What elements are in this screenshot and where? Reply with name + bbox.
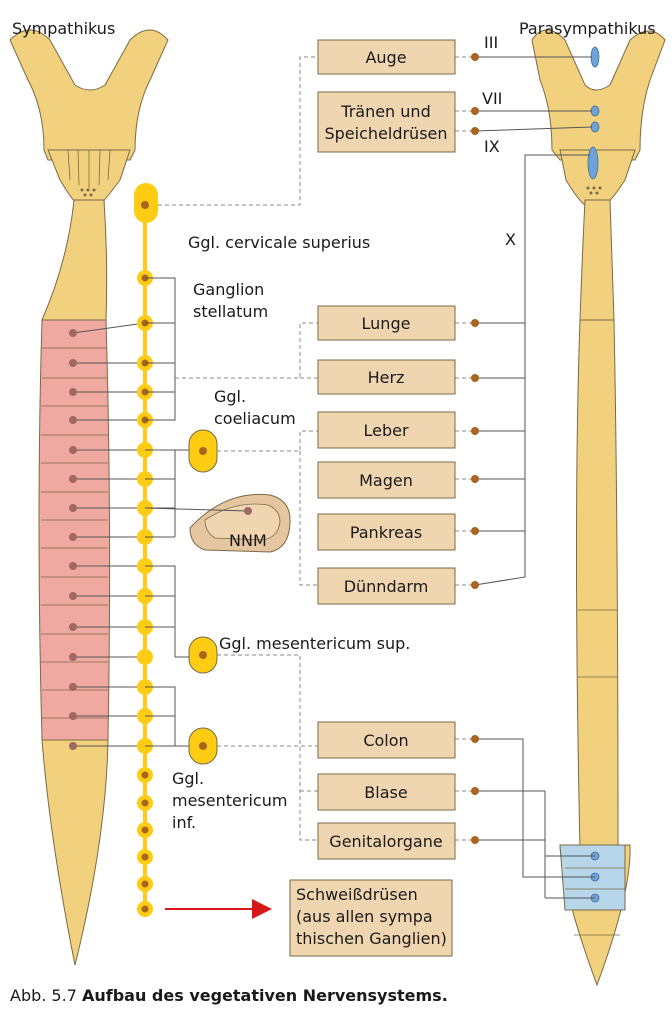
label-ggl-mes-inf-3: inf. xyxy=(172,813,196,832)
label-ggl-mes-inf-2: mesentericum xyxy=(172,791,287,810)
sympathetic-cord xyxy=(9,29,169,966)
figure-caption: Abb. 5.7 Aufbau des vegetativen Nervensy… xyxy=(10,986,448,1005)
sympathetic-chain xyxy=(134,183,158,917)
label-ggl-mes-inf-1: Ggl. xyxy=(172,769,204,788)
adrenal-gland: NNM xyxy=(144,493,291,553)
label-cn-ix: IX xyxy=(484,137,500,156)
organ-herz: Herz xyxy=(368,368,405,387)
label-ganglion-stellatum-1: Ganglion xyxy=(193,280,264,299)
organ-magen: Magen xyxy=(359,471,413,490)
label-ggl-coeliacum-1: Ggl. xyxy=(214,387,246,406)
nnm-label: NNM xyxy=(229,531,267,550)
sweat-line2: (aus allen sympa xyxy=(296,907,433,926)
label-ggl-cervicale: Ggl. cervicale superius xyxy=(188,233,370,252)
organ-leber: Leber xyxy=(363,421,408,440)
label-sympathikus: Sympathikus xyxy=(12,19,115,38)
label-cn-x: X xyxy=(505,230,516,249)
label-ggl-mes-sup: Ggl. mesentericum sup. xyxy=(219,634,410,653)
organ-blase: Blase xyxy=(364,783,407,802)
prevertebral-ganglia xyxy=(188,429,218,765)
label-parasympathikus: Parasympathikus xyxy=(519,19,656,38)
label-cn-vii: VII xyxy=(482,89,502,108)
organ-pankreas: Pankreas xyxy=(350,523,422,542)
sympathetic-postganglionic xyxy=(158,56,318,841)
label-ggl-coeliacum-2: coeliacum xyxy=(214,409,296,428)
organ-genitalorgane: Genitalorgane xyxy=(329,832,442,851)
organ-traenen-line2: Speicheldrüsen xyxy=(324,124,447,143)
sweat-line1: Schweißdrüsen xyxy=(296,885,418,904)
sweat-line3: thischen Ganglien) xyxy=(296,929,447,948)
preganglionic-lines xyxy=(72,322,146,747)
organ-colon: Colon xyxy=(363,731,408,750)
label-ganglion-stellatum-2: stellatum xyxy=(193,302,268,321)
parasympathetic-nerves xyxy=(474,56,595,899)
organ-auge: Auge xyxy=(365,48,406,67)
organ-lunge: Lunge xyxy=(362,314,411,333)
caption-title: Aufbau des vegetativen Nervensystems. xyxy=(81,986,448,1005)
label-cn-iii: III xyxy=(484,33,498,52)
parasympathetic-cord xyxy=(531,29,666,987)
organ-duenndarm: Dünndarm xyxy=(344,577,429,596)
caption-number: Abb. 5.7 xyxy=(10,986,77,1005)
organ-boxes xyxy=(289,39,456,957)
organ-traenen-line1: Tränen und xyxy=(340,102,430,121)
